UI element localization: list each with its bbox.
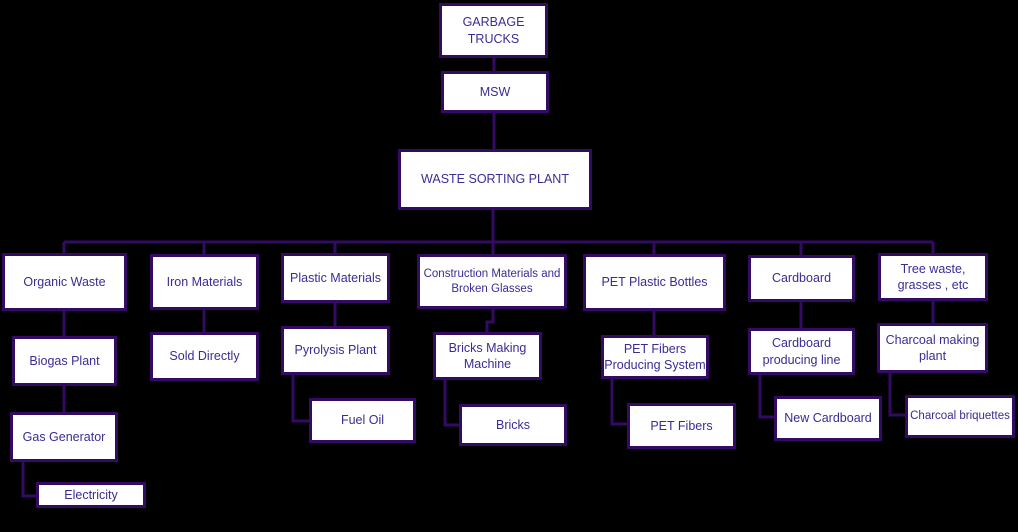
node-label: PET Fibers Producing System [604,341,706,372]
node-construction-materials: Construction Materials and Broken Glasse… [417,254,567,309]
node-label: Cardboard [771,271,832,286]
node-charcoal-briquettes: Charcoal briquettes [905,395,1015,438]
edge-construction-bricks-machine [485,308,495,333]
node-label: Construction Materials and Broken Glasse… [423,267,561,295]
node-label: Plastic Materials [290,270,381,285]
node-garbage-trucks: GARBAGE TRUCKS [439,3,548,58]
node-biogas-plant: Biogas Plant [12,336,117,386]
node-cardboard: Cardboard [748,255,855,302]
node-electricity: Electricity [36,482,146,508]
node-sold-directly: Sold Directly [150,332,259,381]
node-msw: MSW [441,71,549,113]
node-label: Charcoal making plant [885,332,980,363]
node-label: New Cardboard [784,411,872,426]
node-pet-fibers-producing-system: PET Fibers Producing System [601,335,709,379]
node-pet-plastic-bottles: PET Plastic Bottles [583,254,726,311]
node-label: Charcoal briquettes [910,410,1010,423]
node-pyrolysis-plant: Pyrolysis Plant [281,326,390,375]
node-organic-waste: Organic Waste [2,253,127,311]
node-plastic-materials: Plastic Materials [281,253,390,303]
node-label: Organic Waste [23,274,106,289]
node-label: Sold Directly [169,349,240,364]
node-charcoal-making-plant: Charcoal making plant [877,323,988,373]
node-gas-generator: Gas Generator [10,412,118,462]
edge-pyrolysis-fuel-oil [291,374,310,423]
node-waste-sorting-plant: WASTE SORTING PLANT [398,149,592,210]
node-label: Biogas Plant [29,353,100,368]
node-label: MSW [479,84,511,99]
node-new-cardboard: New Cardboard [774,396,882,441]
node-label: Fuel Oil [340,413,385,428]
node-label: Pyrolysis Plant [294,343,377,358]
node-label: Bricks Making Machine [448,340,527,371]
node-bricks-making-machine: Bricks Making Machine [433,332,542,380]
node-label: PET Fibers [650,418,713,433]
node-label: PET Plastic Bottles [601,275,708,290]
edge-pet-fibers-system-pet-fibers [610,378,628,426]
node-pet-fibers: PET Fibers [627,403,736,449]
node-label: Cardboard producing line [762,336,841,367]
node-label: GARBAGE TRUCKS [462,15,525,46]
node-label: Bricks [495,417,531,432]
edge-charcoal-plant-briquettes [888,371,906,417]
edge-producing-line-new-cardboard [758,374,775,419]
edge-gas-generator-electricity [21,461,37,498]
node-tree-waste: Tree waste, grasses , etc [878,253,988,301]
node-label: WASTE SORTING PLANT [421,172,569,187]
node-cardboard-producing-line: Cardboard producing line [748,328,855,375]
node-fuel-oil: Fuel Oil [309,398,416,443]
node-label: Gas Generator [22,429,106,444]
node-label: Electricity [64,487,118,502]
node-iron-materials: Iron Materials [150,254,259,310]
node-label: Tree waste, grasses , etc [897,261,969,292]
edge-bricks-machine-bricks [443,379,460,427]
node-label: Iron Materials [166,274,243,289]
node-bricks: Bricks [459,404,567,446]
